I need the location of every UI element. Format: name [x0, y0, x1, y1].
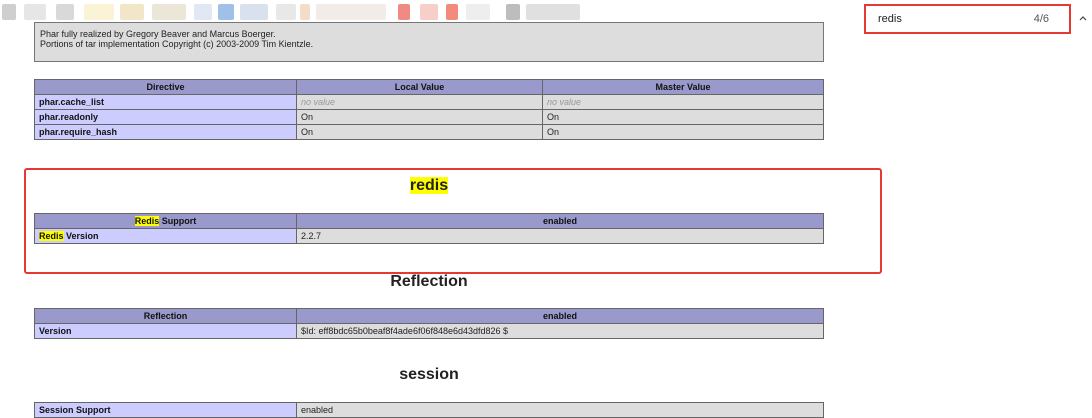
column-header: Reflection [34, 308, 297, 324]
reflection-section-title: Reflection [390, 273, 468, 290]
table-row: Session Support enabled [34, 402, 824, 418]
table-row: Redis Version 2.2.7 [34, 228, 824, 244]
session-support-label: Session Support [34, 402, 297, 418]
reflection-version-value: $Id: eff8bdc65b0beaf8f4ade6f06f848e6d43d… [296, 323, 824, 339]
column-header: Local Value [296, 79, 543, 95]
column-header: Master Value [542, 79, 824, 95]
directive-name: phar.require_hash [34, 124, 297, 140]
chevron-up-icon[interactable] [1077, 12, 1089, 24]
local-value: On [296, 124, 543, 140]
redis-version-label: Redis Version [34, 228, 297, 244]
label-text: Version [63, 231, 99, 241]
credits-line-2: Portions of tar implementation Copyright… [40, 39, 314, 49]
phar-credits-box: Phar fully realized by Gregory Beaver an… [34, 22, 824, 62]
search-highlight: Redis [39, 231, 64, 241]
annotation-highlight-box [24, 168, 882, 274]
directive-name: phar.cache_list [34, 94, 297, 110]
table-row: phar.require_hash On On [34, 124, 824, 140]
find-query-text[interactable]: redis [878, 13, 902, 25]
reflection-version-label: Version [34, 323, 297, 339]
blurred-header-content [0, 0, 620, 26]
table-row: phar.cache_list no value no value [34, 94, 824, 110]
table-header-row: Reflection enabled [34, 308, 824, 324]
phar-directives-table: Directive Local Value Master Value phar.… [34, 79, 824, 140]
column-header-text: Support [159, 216, 197, 226]
directive-name: phar.readonly [34, 109, 297, 125]
local-value: On [296, 109, 543, 125]
table-row: Version $Id: eff8bdc65b0beaf8f4ade6f06f8… [34, 323, 824, 339]
column-header: enabled [296, 308, 824, 324]
search-highlight: redis [409, 177, 449, 194]
master-value: no value [542, 94, 824, 110]
redis-section-title: redis [34, 177, 824, 195]
column-header: Redis Support [34, 213, 297, 229]
session-table: Session Support enabled [34, 402, 824, 418]
credits-line-1: Phar fully realized by Gregory Beaver an… [40, 29, 276, 39]
redis-table: Redis Support enabled Redis Version 2.2.… [34, 213, 824, 244]
reflection-table: Reflection enabled Version $Id: eff8bdc6… [34, 308, 824, 339]
table-header-row: Redis Support enabled [34, 213, 824, 229]
find-in-page-bar[interactable]: redis 4/6 [864, 4, 1071, 34]
redis-version-value: 2.2.7 [296, 228, 824, 244]
table-row: phar.readonly On On [34, 109, 824, 125]
find-match-count: 4/6 [1033, 13, 1049, 25]
session-section-title: session [399, 366, 459, 383]
local-value: no value [296, 94, 543, 110]
master-value: On [542, 109, 824, 125]
search-highlight: Redis [134, 216, 160, 226]
table-header-row: Directive Local Value Master Value [34, 79, 824, 95]
master-value: On [542, 124, 824, 140]
column-header: enabled [296, 213, 824, 229]
column-header: Directive [34, 79, 297, 95]
session-support-value: enabled [296, 402, 824, 418]
